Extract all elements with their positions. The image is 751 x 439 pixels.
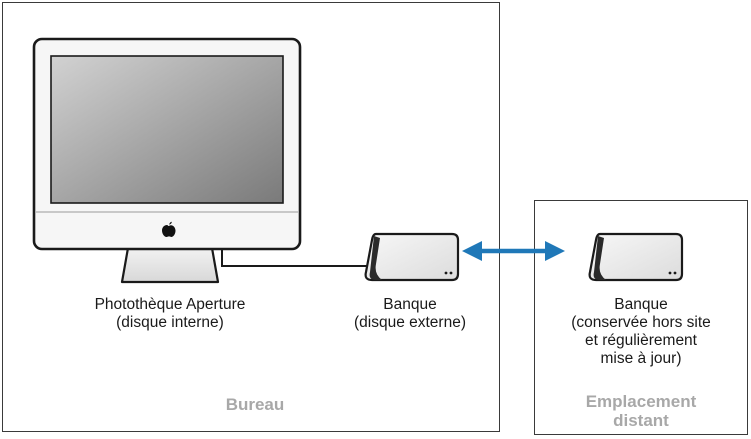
double-arrow-icon — [462, 241, 565, 261]
remote-vault-caption-line1: Banque — [614, 296, 668, 313]
cable — [221, 250, 372, 267]
remote-vault-caption-line2: (conservée hors site — [571, 314, 711, 331]
remote-zone-label-line2: distant — [613, 411, 669, 430]
remote-zone-label: Emplacement distant — [540, 392, 742, 430]
remote-vault-caption-line4: mise à jour) — [600, 350, 682, 367]
remote-zone-label-line1: Emplacement — [585, 392, 697, 411]
external-drive-icon — [588, 232, 684, 282]
remote-vault-caption: Banque (conservée hors site et régulière… — [535, 296, 747, 368]
office-vault-caption: Banque (disque externe) — [330, 296, 490, 332]
office-vault-caption-line1: Banque — [383, 296, 437, 313]
external-drive-icon — [364, 232, 460, 282]
office-zone-label: Bureau — [225, 395, 285, 414]
computer-caption: Photothèque Aperture (disque interne) — [50, 296, 290, 332]
imac-icon — [32, 37, 302, 284]
remote-vault-caption-line3: et régulièrement — [584, 332, 697, 349]
computer-caption-line2: (disque interne) — [116, 314, 224, 331]
apple-logo-icon — [162, 221, 176, 237]
office-vault-caption-line2: (disque externe) — [353, 314, 466, 331]
computer-caption-line1: Photothèque Aperture — [94, 296, 246, 313]
